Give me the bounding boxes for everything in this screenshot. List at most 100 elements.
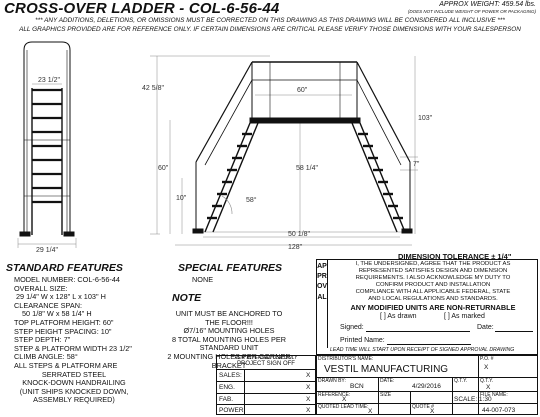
tb-vline-3 <box>452 377 453 415</box>
project-signoff-label: PROJECT SIGN OFF <box>237 361 295 367</box>
date-label: Date: <box>477 324 494 331</box>
sales-label: SALES: <box>219 372 242 379</box>
weight-note: (DOES NOT INCLUDE WEIGHT OF POWER OR PAC… <box>407 9 536 14</box>
distributor-label: DISTRIBUTOR'S NAME: <box>318 356 374 362</box>
approval-statement: I, THE UNDERSIGNED, AGREE THAT THE PRODU… <box>330 261 536 303</box>
dim-platform-height: 60" <box>158 165 169 172</box>
approval-line-2: REPRESENTED SATISFIES DESIGN AND DIMENSI… <box>358 268 508 274</box>
note-holes: Ø7/16" MOUNTING HOLES <box>183 326 275 336</box>
tb-vline-2 <box>410 391 411 415</box>
steps-platform-line: ALL STEPS & PLATFORM ARE <box>14 360 118 370</box>
ships-knocked-down: (UNIT SHIPS KNOCKED DOWN, <box>19 386 129 396</box>
approval-line-5: COMPLIANCE WITH ALL APPLICABLE FEDERAL, … <box>355 289 511 295</box>
step-height-spacing: STEP HEIGHT SPACING: 10" <box>14 326 112 336</box>
qty-label-right: Q.T.Y. <box>480 378 494 384</box>
size-label: SIZE <box>380 392 392 398</box>
printed-name-label: Printed Name: <box>340 337 385 344</box>
as-drawn-checkbox[interactable]: [ ] As drawn <box>380 313 417 320</box>
signoff-row-fab <box>216 393 316 404</box>
lead-time-note: LEAD TIME WILL START UPON RECEIPT OF SIG… <box>330 347 515 353</box>
serrated-steel: SERRATED STEEL <box>41 369 107 379</box>
signoff-row-sales <box>216 369 316 381</box>
note-standard-unit: STANDARD UNIT <box>199 343 259 353</box>
front-view <box>150 55 418 246</box>
signoff-row-power <box>216 404 316 415</box>
sales-value: X <box>306 372 311 379</box>
dim-step-spacing: 10" <box>176 195 187 202</box>
qty-value: X <box>486 384 491 391</box>
note-corner-holes: 2 MOUNTING HOLES PER CORNER <box>167 351 291 361</box>
approval-label-column <box>316 259 328 348</box>
tb-vline-1 <box>378 377 379 415</box>
power-value: X <box>306 407 311 414</box>
date-field[interactable] <box>495 331 533 332</box>
dim-overall-length: 128" <box>288 244 303 251</box>
approval-box <box>316 259 538 355</box>
as-marked-checkbox[interactable]: [ ] As marked <box>444 313 485 320</box>
po-label: P.O. # <box>480 356 494 362</box>
dim-base-width: 29 1/4" <box>36 247 58 254</box>
qty-label: Q.T.Y. <box>454 378 468 384</box>
note-anchor: UNIT MUST BE ANCHORED TO <box>175 309 283 318</box>
title-block <box>316 355 538 415</box>
po-value: X <box>484 364 489 371</box>
overall-size-label: OVERALL SIZE: <box>14 283 68 293</box>
signed-label: Signed: <box>340 324 364 331</box>
drawing-title: CROSS-OVER LADDER - COL-6-56-44 <box>4 0 280 17</box>
date-value: 4/29/2016 <box>412 383 441 390</box>
top-platform-height: TOP PLATFORM HEIGHT: 60" <box>14 317 114 327</box>
tb-line-3 <box>316 403 538 404</box>
quote-value: X <box>430 408 435 415</box>
note-bracket: BRACKET <box>211 360 247 370</box>
power-label: POWER <box>219 407 244 414</box>
approval-vertical-label: APPROVAL <box>316 263 328 301</box>
file-name-label: FILE NAME: <box>480 392 508 398</box>
side-view <box>17 41 77 248</box>
note-floor: THE FLOOR!!! <box>205 317 253 327</box>
company-name: VESTIL MANUFACTURING <box>324 364 449 375</box>
knock-down-handrailing: KNOCK-DOWN HANDRAILING <box>22 378 126 388</box>
standard-features-heading: STANDARD FEATURES <box>6 262 123 274</box>
special-features-heading: SPECIAL FEATURES <box>178 262 283 274</box>
standard-features-list: MODEL NUMBER: COL-6-56-44 OVERALL SIZE: … <box>14 275 174 405</box>
dim-overall-height: 42 5/8" <box>142 85 164 92</box>
reference-value: X <box>342 396 347 403</box>
file-name-value: 44-007-073 <box>482 407 516 414</box>
overall-size-value: 29 1/4" W x 128" L x 103" H <box>16 292 106 302</box>
fab-label: FAB. <box>219 396 234 403</box>
non-returnable-note: ANY MODIFIED UNITS ARE NON-RETURNABLE <box>350 303 516 312</box>
approval-line-1: I, THE UNDERSIGNED, AGREE THAT THE PRODU… <box>355 261 511 267</box>
dim-riser: 7" <box>413 161 420 168</box>
signoff-row-eng <box>216 381 316 393</box>
dim-angle: 58° <box>246 196 257 204</box>
tolerance: DIMENSION TOLERANCE ± 1/4" <box>398 252 512 261</box>
quoted-lead-time-label: QUOTED LEAD TIME: <box>318 404 369 410</box>
signature-field[interactable] <box>366 331 470 332</box>
quote-label: QUOTE # <box>412 404 434 410</box>
drawn-by-value: BCN <box>350 383 364 390</box>
dim-base-span: 50 1/8" <box>288 231 310 238</box>
model-number: MODEL NUMBER: COL-6-56-44 <box>14 275 120 284</box>
tb-line-2 <box>316 391 538 392</box>
eng-label: ENG. <box>219 384 235 391</box>
fab-value: X <box>306 396 311 403</box>
warning-line-2: ALL GRAPHICS PROVIDED ARE FOR REFERENCE … <box>19 26 521 33</box>
dim-platform-length: 60" <box>297 87 308 94</box>
approval-line-3: REQUIREMENTS. I ALSO ACKNOWLEDGE MY DUTY… <box>355 275 511 281</box>
special-features-value: NONE <box>192 275 214 284</box>
dim-stair-length: 58 1/4" <box>296 165 318 172</box>
clearance-span-value: 50 1/8" W x 58 1/4" H <box>22 309 92 319</box>
dim-overall-height-right: 103" <box>418 115 433 122</box>
climb-angle: CLIMB ANGLE: 58° <box>14 352 78 362</box>
internal-use-label: FOR INTERNAL USE ONLY <box>234 355 298 361</box>
assembly-required: ASSEMBLY REQUIRED) <box>33 395 115 405</box>
tb-line-1 <box>316 377 538 378</box>
dim-step-width: 23 1/2" <box>38 77 60 84</box>
date-label-tb: DATE: <box>380 378 395 384</box>
scale-value: SCALE: 1:30 <box>454 396 492 403</box>
reference-label: REFERENCE: <box>318 392 351 398</box>
approval-line-6: AND LOCAL REGULATIONS AND STANDARDS. <box>368 296 498 302</box>
eng-value: X <box>306 384 311 391</box>
signoff-divider <box>244 369 245 415</box>
printed-name-field[interactable] <box>387 344 471 345</box>
